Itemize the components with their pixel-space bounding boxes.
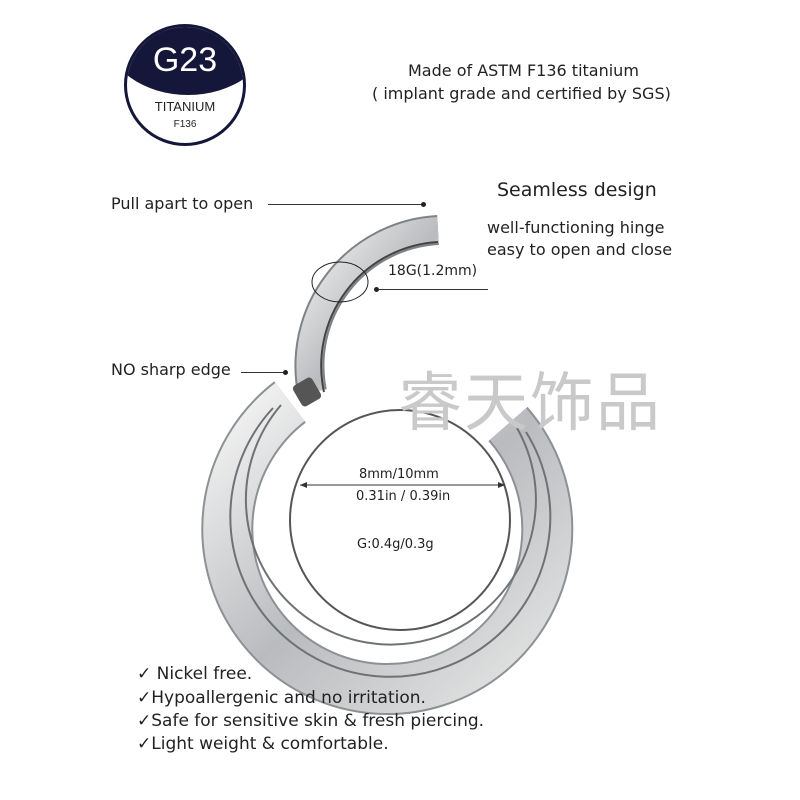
diameter-in: 0.31in / 0.39in — [356, 489, 451, 504]
feature-item: ✓Light weight & comfortable. — [137, 734, 389, 754]
badge-material: TITANIUM — [154, 99, 216, 114]
seamless-title: Seamless design — [497, 179, 657, 201]
seamless-line-2: easy to open and close — [487, 240, 673, 259]
ring-lower-segment — [201, 381, 574, 716]
material-line-2: ( implant grade and certified by SGS) — [372, 84, 671, 103]
feature-item: ✓Hypoallergenic and no irritation. — [137, 688, 426, 708]
badge-standard: F136 — [173, 119, 197, 130]
ring-hinged-segment — [292, 215, 440, 407]
seamless-line-1: well-functioning hinge — [487, 218, 665, 237]
gauge-marker — [311, 261, 369, 303]
diameter-mm: 8mm/10mm — [359, 467, 439, 482]
material-line-1: Made of ASTM F136 titanium — [408, 61, 639, 80]
gauge-label: 18G(1.2mm) — [388, 263, 478, 279]
feature-item: ✓Safe for sensitive skin & fresh piercin… — [137, 711, 485, 731]
pull-apart-label: Pull apart to open — [111, 194, 254, 213]
weight-label: G:0.4g/0.3g — [357, 537, 434, 552]
feature-item: ✓ Nickel free. — [137, 664, 253, 684]
badge-grade: G23 — [152, 41, 218, 79]
no-sharp-edge-label: NO sharp edge — [111, 360, 231, 379]
watermark: 睿天饰品 — [398, 367, 662, 441]
g23-titanium-badge: G23 TITANIUM F136 — [124, 24, 246, 146]
